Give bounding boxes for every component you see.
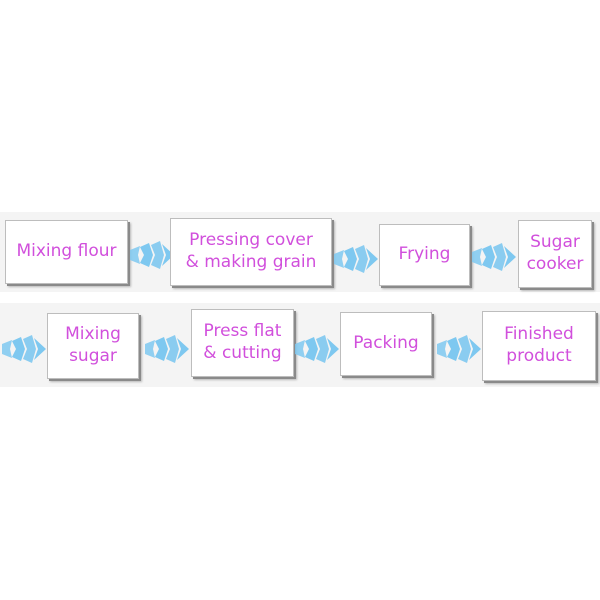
- flow-arrow-icon: [145, 335, 189, 363]
- step-press-flat: Press flat & cutting: [191, 309, 294, 377]
- step-label: Mixing flour: [16, 241, 117, 262]
- step-label: Finished product: [504, 324, 574, 366]
- step-finished-product: Finished product: [482, 311, 596, 381]
- step-packing: Packing: [340, 312, 432, 376]
- step-label: Mixing sugar: [65, 324, 121, 366]
- step-pressing-cover: Pressing cover & making grain: [170, 218, 332, 286]
- flow-arrow-icon: [437, 335, 481, 363]
- step-sugar-cooker: Sugar cooker: [518, 220, 592, 288]
- flow-arrow-icon: [295, 335, 339, 363]
- step-label: Pressing cover & making grain: [185, 230, 317, 272]
- step-mixing-sugar: Mixing sugar: [47, 313, 139, 379]
- flow-arrow-icon: [130, 241, 174, 269]
- step-label: Frying: [398, 244, 451, 265]
- step-label: Sugar cooker: [526, 232, 584, 274]
- flow-arrow-icon: [2, 335, 46, 363]
- step-label: Press flat & cutting: [203, 321, 282, 363]
- step-mixing-flour: Mixing flour: [5, 220, 128, 284]
- step-label: Packing: [353, 333, 419, 354]
- step-frying: Frying: [379, 224, 470, 286]
- flow-arrow-icon: [472, 243, 516, 271]
- flow-arrow-icon: [334, 245, 378, 273]
